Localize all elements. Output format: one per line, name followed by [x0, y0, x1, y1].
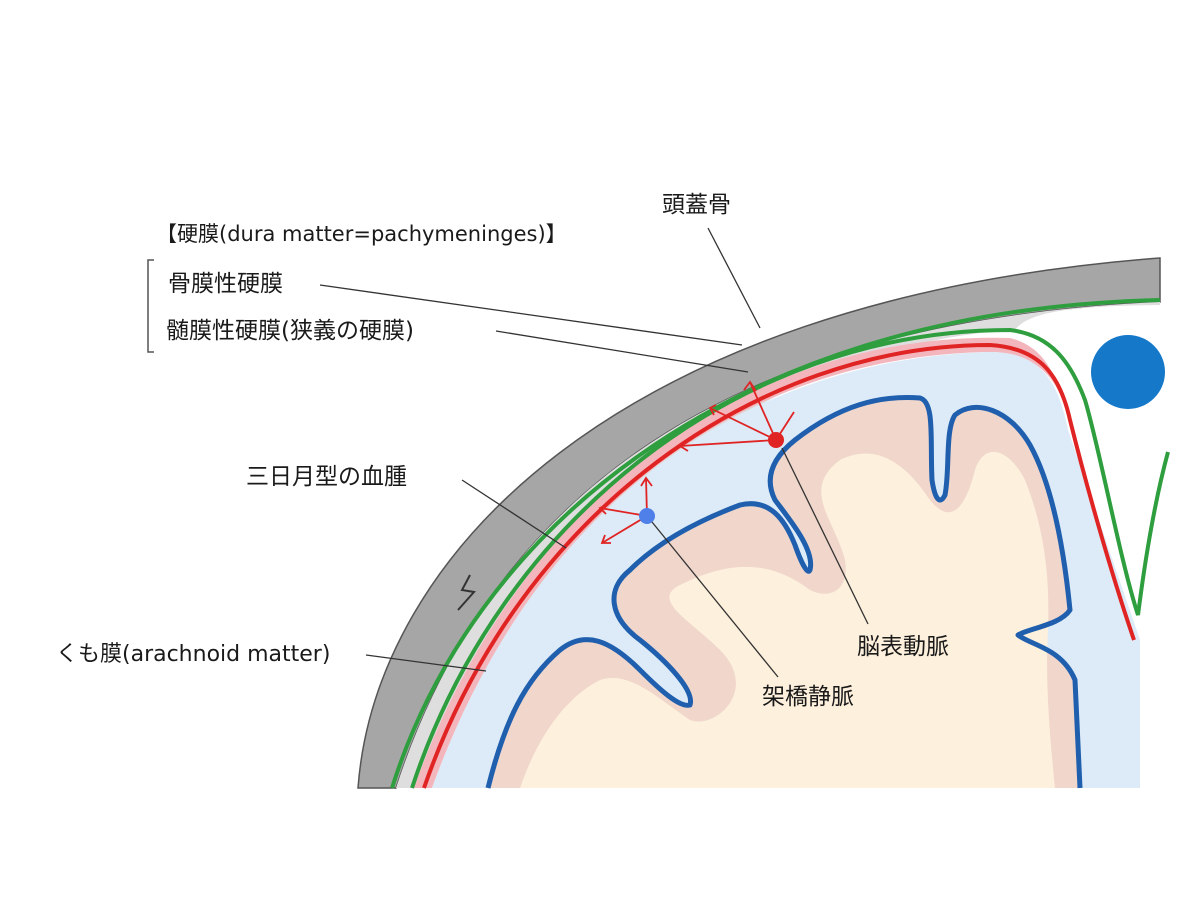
periosteal-dura-line [390, 298, 1161, 789]
leader-lines [319, 227, 869, 678]
meningeal-dura-line [410, 327, 1170, 789]
label-periosteal-dura: 骨膜性硬膜 [168, 271, 283, 297]
dura-bracket [147, 259, 154, 353]
label-arachnoid: くも膜(arachnoid matter) [56, 642, 331, 667]
artery-bleeding-arrows [678, 380, 795, 452]
bridging-vein-dot [639, 508, 655, 524]
label-bridging-vein: 架橋静脈 [762, 684, 854, 710]
pia-mater-line [485, 395, 1083, 789]
brain-white-matter [520, 451, 1055, 788]
label-crescent-hematoma: 三日月型の血腫 [246, 464, 407, 490]
label-dura-title: 【硬膜(dura matter=pachymeninges)】 [156, 222, 567, 246]
label-meningeal-dura: 髄膜性硬膜(狭義の硬膜) [166, 318, 414, 344]
arachnoid-line [422, 342, 1136, 789]
hematoma-region [414, 337, 1062, 788]
label-cortical-artery: 脳表動脈 [857, 634, 949, 660]
venous-sinus [1091, 335, 1165, 409]
fracture-mark [457, 574, 476, 611]
cortical-artery-dot [768, 432, 784, 448]
label-skull: 頭蓋骨 [662, 192, 731, 218]
